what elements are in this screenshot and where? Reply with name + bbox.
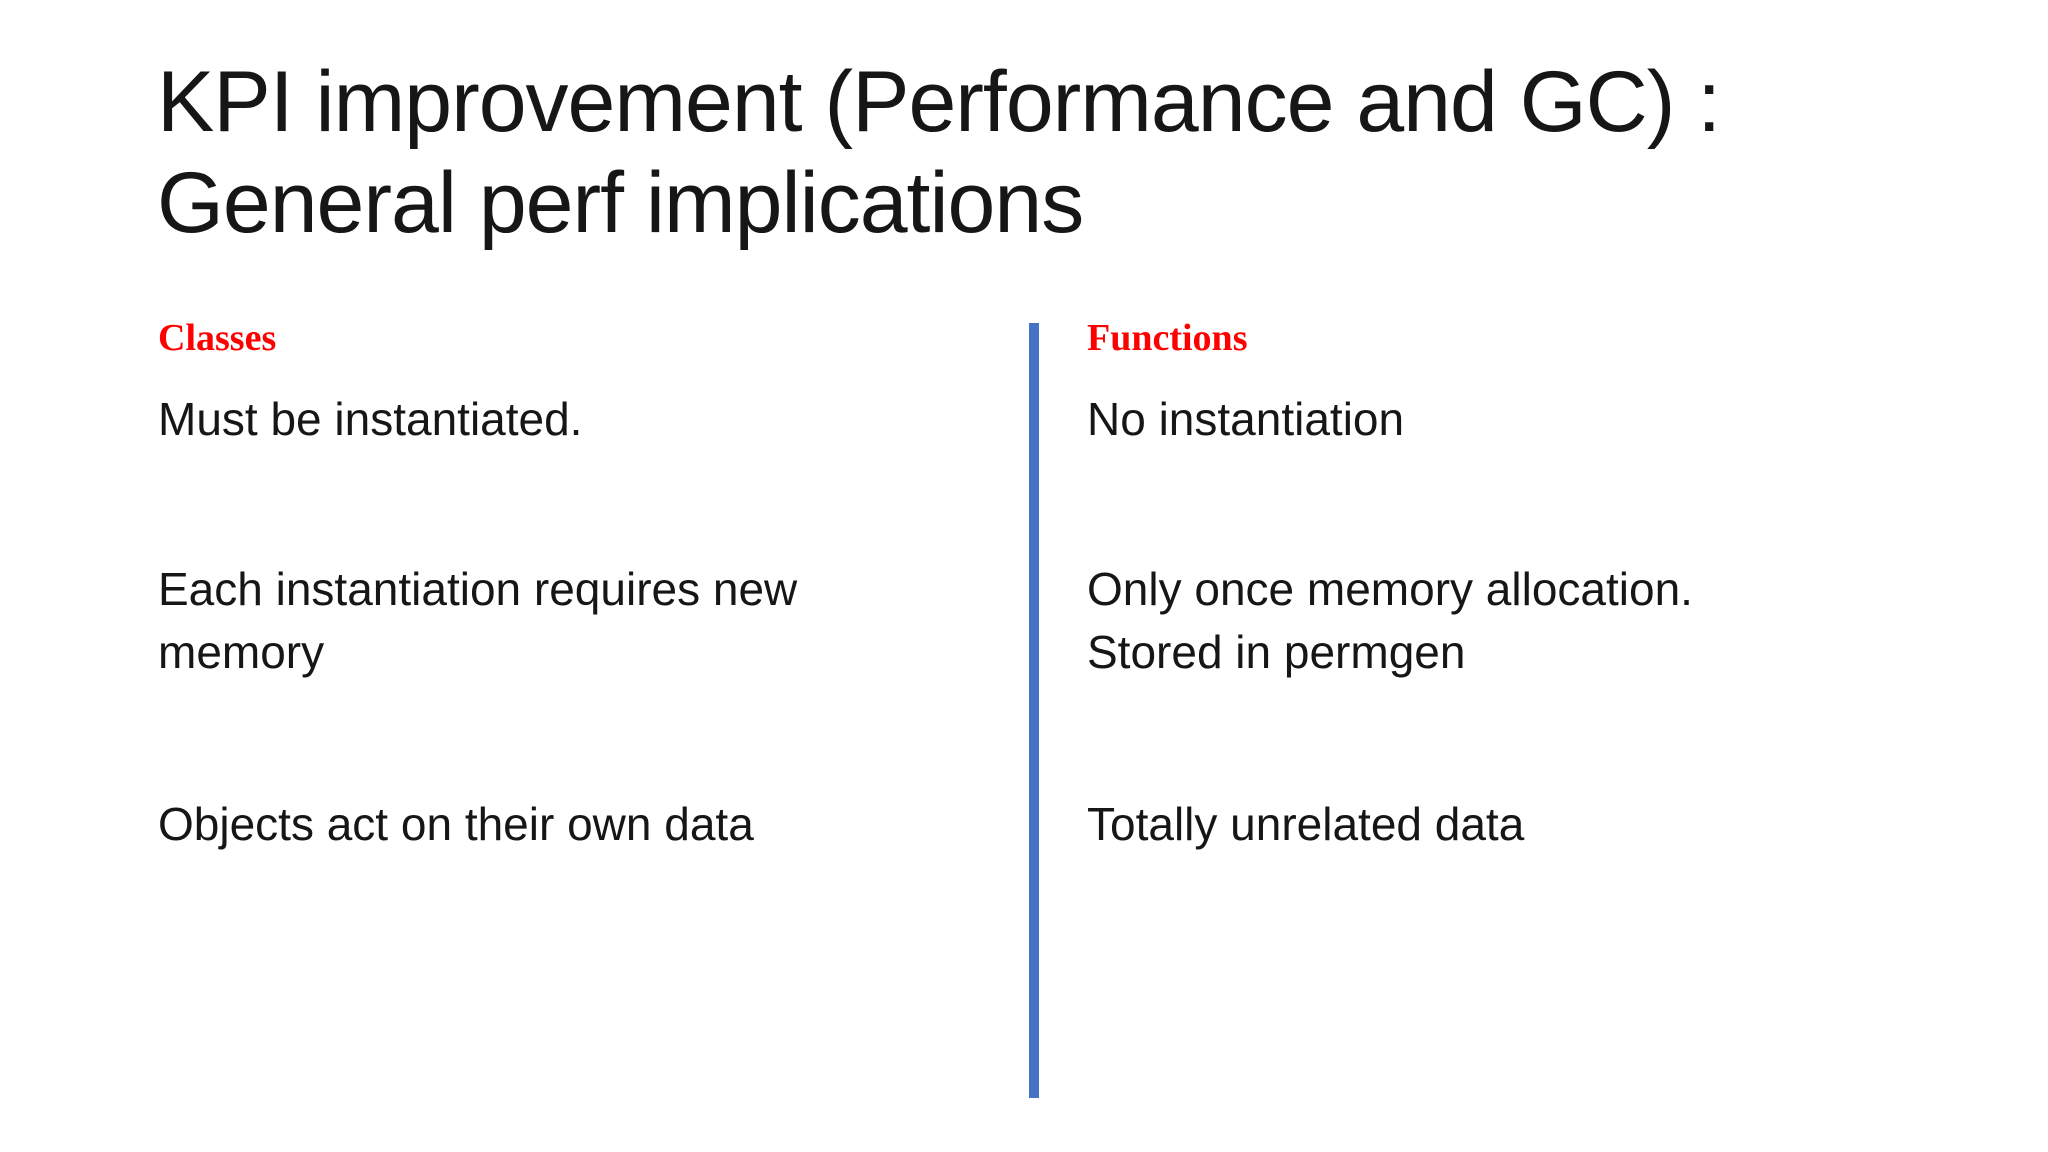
functions-item-2: Only once memory allocation. Stored in p… <box>1087 563 1693 678</box>
classes-item-1: Must be instantiated. <box>158 393 583 445</box>
functions-item-1: No instantiation <box>1087 393 1405 445</box>
column-divider <box>1029 323 1039 1098</box>
slide-title: KPI improvement (Performance and GC) : G… <box>157 54 1721 252</box>
classes-item-2: Each instantiation requires new memory <box>158 563 798 678</box>
classes-item-3: Objects act on their own data <box>158 798 754 850</box>
column-header-classes: Classes <box>158 317 277 359</box>
column-header-functions: Functions <box>1087 317 1248 359</box>
functions-item-3: Totally unrelated data <box>1087 798 1525 850</box>
